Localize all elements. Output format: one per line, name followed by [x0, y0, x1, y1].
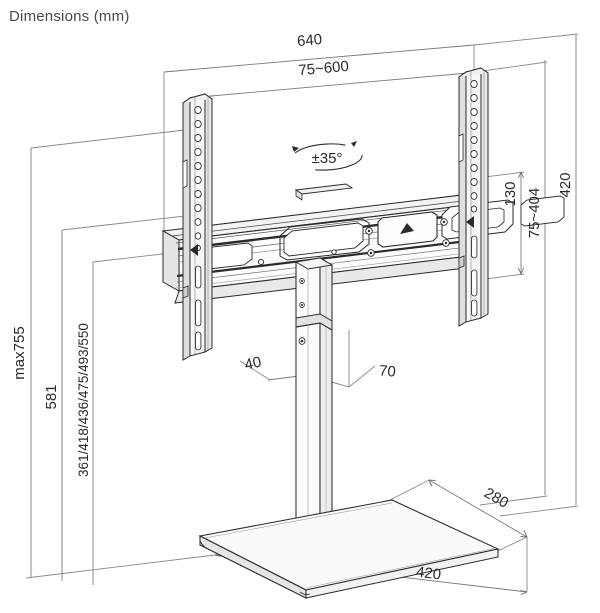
telescopic-column [290, 257, 340, 544]
extline-420-top [473, 33, 579, 46]
extline-420-bot [499, 505, 579, 517]
extline-280-a [389, 479, 430, 501]
dimline-280 [428, 479, 528, 538]
dimension-labels: 640 75~600 420 75~404 130 max755 581 361… [11, 31, 574, 584]
label-640: 640 [296, 31, 322, 50]
baseline-left-dims [25, 554, 216, 579]
base-plate [198, 499, 500, 599]
dimline-75-600 [199, 72, 469, 98]
leader-70 [348, 365, 376, 388]
extline-75404-bot [479, 495, 548, 506]
dimline-640 [163, 44, 475, 73]
label-75-404: 75~404 [526, 188, 543, 238]
label-70: 70 [378, 362, 396, 380]
vertical-rail-left [182, 93, 213, 361]
label-130: 130 [502, 181, 519, 206]
extline-581-top [61, 215, 186, 231]
label-height-steps: 361/418/436/475/493/550 [76, 323, 91, 477]
label-max755: max755 [11, 326, 28, 379]
leader-40 [239, 360, 271, 381]
tv-stand-assembly [161, 67, 565, 599]
swivel-indicator [291, 141, 363, 171]
extline-max755-top [30, 128, 194, 149]
page-title: Dimensions (mm) [9, 8, 130, 25]
label-swivel-35: ±35° [312, 150, 343, 167]
vertical-rail-right [458, 67, 489, 327]
label-280: 280 [481, 484, 511, 511]
label-40: 40 [243, 353, 263, 373]
label-75-600: 75~600 [298, 58, 350, 79]
label-420-height: 420 [557, 172, 574, 197]
label-581: 581 [43, 384, 60, 409]
label-420-base: 420 [415, 564, 442, 584]
